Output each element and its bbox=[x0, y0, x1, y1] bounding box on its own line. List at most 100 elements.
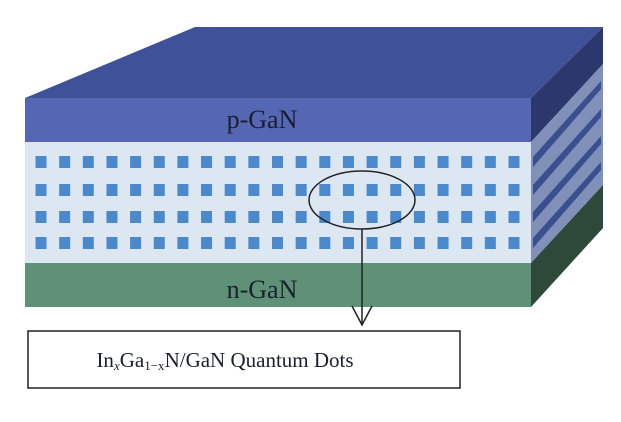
quantum-dot bbox=[366, 184, 378, 196]
quantum-dot bbox=[295, 184, 307, 196]
quantum-dot bbox=[201, 211, 213, 223]
quantum-dot bbox=[461, 237, 473, 249]
quantum-dot bbox=[130, 184, 142, 196]
quantum-dot bbox=[413, 184, 425, 196]
quantum-dot bbox=[248, 211, 260, 223]
quantum-dot bbox=[508, 237, 520, 249]
side-dot-stripes bbox=[533, 81, 601, 248]
callout-rest: N/GaN Quantum Dots bbox=[165, 348, 354, 372]
quantum-dot bbox=[508, 156, 520, 168]
quantum-dot bbox=[390, 211, 402, 223]
callout-sub-1mx: 1−x bbox=[144, 358, 165, 373]
quantum-dot bbox=[130, 237, 142, 249]
quantum-dot bbox=[342, 237, 354, 249]
quantum-dot bbox=[319, 237, 331, 249]
callout-label: InxGa1−xN/GaN Quantum Dots bbox=[96, 348, 353, 373]
quantum-dot bbox=[106, 156, 118, 168]
top-face bbox=[25, 27, 603, 98]
side-dot-row bbox=[533, 109, 601, 195]
quantum-dot bbox=[153, 156, 165, 168]
quantum-dot bbox=[484, 211, 496, 223]
quantum-dots bbox=[35, 156, 520, 249]
quantum-dot bbox=[106, 184, 118, 196]
quantum-dot bbox=[319, 211, 331, 223]
quantum-dot bbox=[82, 156, 94, 168]
side-face-p-gan bbox=[531, 27, 603, 142]
quantum-dot bbox=[201, 156, 213, 168]
quantum-dot bbox=[248, 156, 260, 168]
quantum-dot bbox=[35, 211, 47, 223]
callout-ga: Ga bbox=[120, 348, 145, 372]
quantum-dot bbox=[484, 237, 496, 249]
quantum-dot bbox=[59, 211, 71, 223]
n-gan-label: n-GaN bbox=[227, 275, 298, 304]
quantum-dot bbox=[82, 237, 94, 249]
side-dot-row bbox=[533, 81, 601, 167]
quantum-dot bbox=[413, 237, 425, 249]
quantum-dot bbox=[248, 184, 260, 196]
p-gan-layer bbox=[25, 98, 531, 142]
quantum-dot bbox=[272, 184, 283, 196]
quantum-dot bbox=[224, 211, 236, 223]
quantum-dot bbox=[413, 211, 425, 223]
quantum-dot bbox=[390, 156, 402, 168]
quantum-dot bbox=[508, 184, 520, 196]
quantum-dot bbox=[153, 184, 165, 196]
quantum-dot bbox=[437, 156, 449, 168]
quantum-dot bbox=[484, 184, 496, 196]
quantum-dot bbox=[272, 211, 283, 223]
quantum-dot bbox=[461, 184, 473, 196]
quantum-dot bbox=[201, 184, 213, 196]
quantum-dot bbox=[366, 211, 378, 223]
quantum-dot bbox=[366, 156, 378, 168]
quantum-dot bbox=[272, 156, 283, 168]
quantum-dot bbox=[390, 237, 402, 249]
quantum-dot bbox=[59, 184, 71, 196]
callout-sub-x: x bbox=[113, 358, 120, 373]
quantum-dot bbox=[413, 156, 425, 168]
quantum-dot bbox=[177, 237, 189, 249]
quantum-dot bbox=[82, 211, 94, 223]
quantum-dot bbox=[224, 184, 236, 196]
quantum-dot bbox=[295, 211, 307, 223]
quantum-dot bbox=[224, 156, 236, 168]
quantum-dot bbox=[130, 211, 142, 223]
quantum-dot bbox=[153, 211, 165, 223]
quantum-dot bbox=[177, 211, 189, 223]
arrow-head-icon bbox=[351, 305, 373, 327]
quantum-dot bbox=[82, 184, 94, 196]
n-gan-layer bbox=[25, 263, 531, 307]
quantum-dot bbox=[437, 184, 449, 196]
quantum-dot bbox=[437, 237, 449, 249]
quantum-dot bbox=[59, 156, 71, 168]
side-face-quantum-dot-layer bbox=[531, 64, 603, 263]
quantum-dot bbox=[461, 156, 473, 168]
quantum-dot bbox=[295, 237, 307, 249]
quantum-dot bbox=[437, 211, 449, 223]
quantum-dot bbox=[35, 237, 47, 249]
callout-box bbox=[27, 330, 461, 389]
quantum-dot bbox=[59, 237, 71, 249]
quantum-dot bbox=[35, 156, 47, 168]
quantum-dot bbox=[272, 237, 283, 249]
quantum-dot bbox=[224, 237, 236, 249]
quantum-dot bbox=[130, 156, 142, 168]
callout-in: In bbox=[96, 348, 114, 372]
side-dot-row bbox=[533, 136, 601, 222]
quantum-dot bbox=[248, 237, 260, 249]
quantum-dot bbox=[342, 211, 354, 223]
quantum-dot bbox=[35, 184, 47, 196]
quantum-dot bbox=[295, 156, 307, 168]
quantum-dot bbox=[177, 184, 189, 196]
quantum-dot bbox=[484, 156, 496, 168]
quantum-dot bbox=[319, 184, 331, 196]
quantum-dot bbox=[461, 211, 473, 223]
quantum-dot bbox=[106, 237, 118, 249]
quantum-dot bbox=[319, 156, 331, 168]
quantum-dot bbox=[177, 156, 189, 168]
quantum-dot bbox=[106, 211, 118, 223]
quantum-dot bbox=[508, 211, 520, 223]
p-gan-label: p-GaN bbox=[227, 105, 298, 134]
quantum-dot bbox=[201, 237, 213, 249]
